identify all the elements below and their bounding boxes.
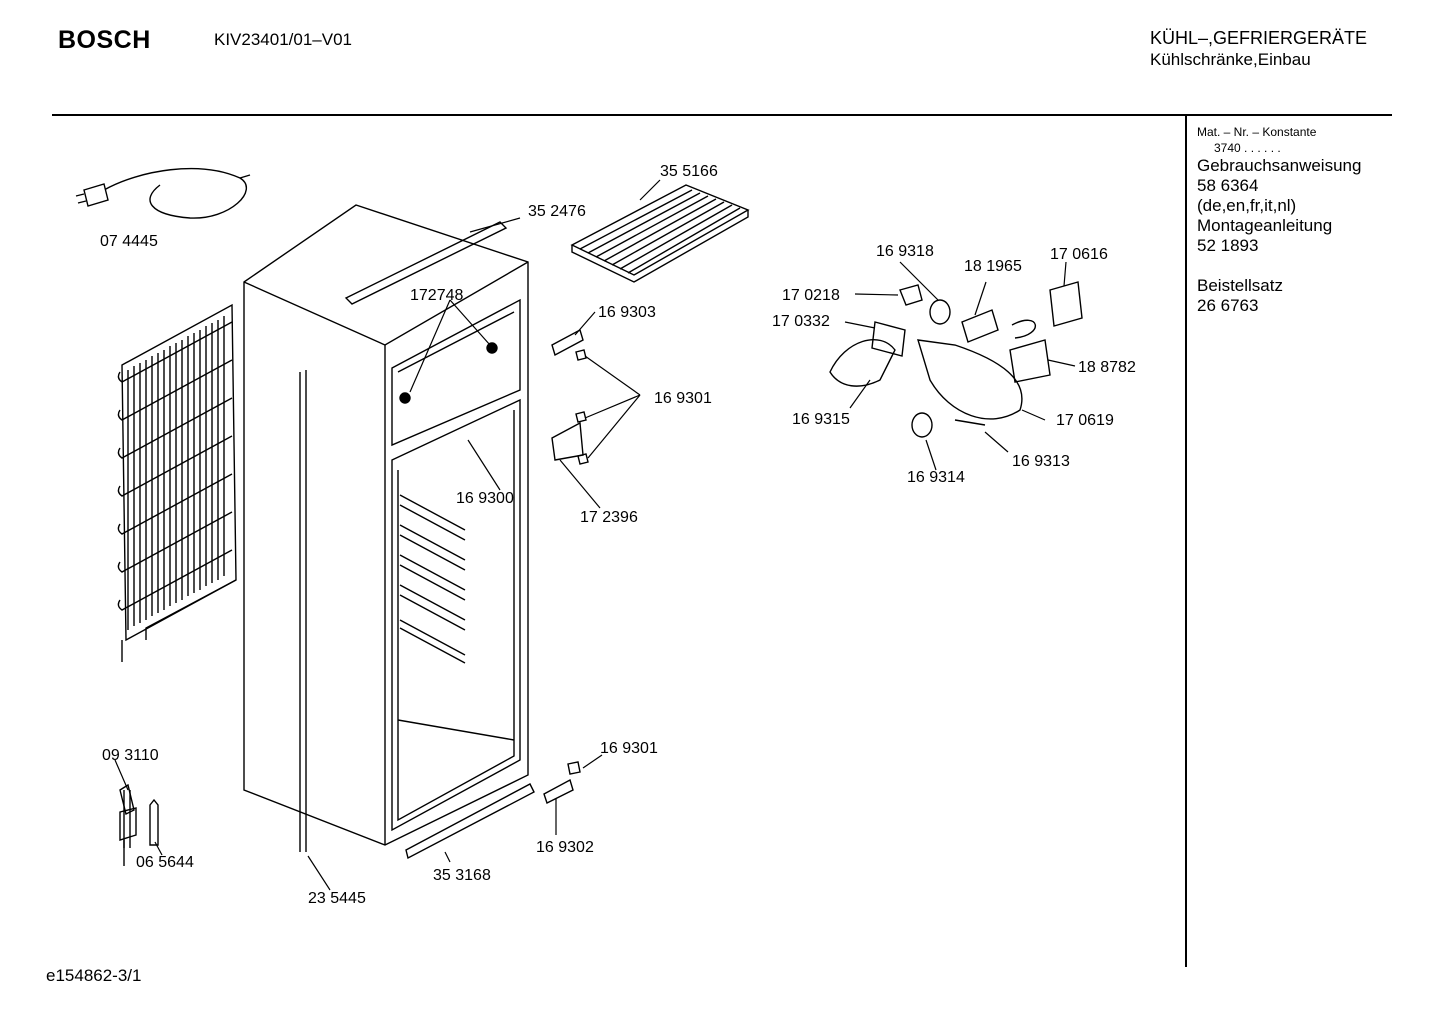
label-169301-upper: 16 9301 bbox=[654, 390, 712, 407]
category-subtitle: Kühlschränke,Einbau bbox=[1150, 50, 1311, 69]
material-number-label: Mat. – Nr. – Konstante bbox=[1197, 125, 1317, 139]
sidebar-line-languages: (de,en,fr,it,nl) bbox=[1197, 196, 1297, 215]
material-number-value: 3740 . . . . . . bbox=[1214, 141, 1281, 155]
sidebar-line-kit-number: 26 6763 bbox=[1197, 296, 1259, 315]
label-172396: 17 2396 bbox=[580, 509, 638, 526]
sidebar-line-kit: Beistellsatz bbox=[1197, 276, 1283, 295]
model-number: KIV23401/01–V01 bbox=[214, 30, 353, 49]
label-169315: 16 9315 bbox=[792, 411, 850, 428]
label-power-cord: 07 4445 bbox=[100, 233, 158, 250]
leader-lines bbox=[114, 179, 1076, 891]
sidebar-line-installation-number: 52 1893 bbox=[1197, 236, 1259, 255]
category-title: KÜHL–,GEFRIERGERÄTE bbox=[1150, 28, 1368, 48]
label-170616: 17 0616 bbox=[1050, 246, 1108, 263]
door-strip-illustration bbox=[405, 783, 535, 860]
label-169318: 16 9318 bbox=[876, 243, 934, 260]
cabinet-body-illustration bbox=[243, 204, 529, 852]
label-170218: 17 0218 bbox=[782, 287, 840, 304]
label-181965: 18 1965 bbox=[964, 258, 1022, 275]
label-169313: 16 9313 bbox=[1012, 453, 1070, 470]
label-170332: 17 0332 bbox=[772, 313, 830, 330]
document-id: e154862-3/1 bbox=[46, 966, 142, 985]
label-353168: 35 3168 bbox=[433, 867, 491, 884]
label-169301-lower: 16 9301 bbox=[600, 740, 658, 757]
label-169300: 16 9300 bbox=[456, 490, 514, 507]
label-093110: 09 3110 bbox=[102, 747, 159, 764]
label-172748: 172748 bbox=[410, 287, 463, 304]
wire-shelf-illustration bbox=[570, 184, 750, 283]
label-355166: 35 5166 bbox=[660, 163, 718, 180]
header-divider bbox=[52, 114, 1392, 116]
sidebar-line-manual-number: 58 6364 bbox=[1197, 176, 1259, 195]
condenser-coil-illustration bbox=[117, 303, 237, 662]
sidebar-line-installation: Montageanleitung bbox=[1197, 216, 1333, 235]
temperature-sensor-illustration bbox=[119, 783, 159, 866]
label-352476: 35 2476 bbox=[528, 203, 586, 220]
label-169303: 16 9303 bbox=[598, 304, 656, 321]
sidebar-divider bbox=[1185, 116, 1187, 967]
label-235445: 23 5445 bbox=[308, 890, 366, 907]
label-065644: 06 5644 bbox=[136, 854, 194, 871]
info-sidebar: Mat. – Nr. – Konstante 3740 . . . . . . … bbox=[1197, 124, 1361, 316]
label-188782: 18 8782 bbox=[1078, 359, 1136, 376]
hinge-upper-illustration bbox=[551, 328, 589, 465]
label-170619: 17 0619 bbox=[1056, 412, 1114, 429]
power-cord-illustration bbox=[75, 167, 251, 219]
label-169314: 16 9314 bbox=[907, 469, 965, 486]
brand-logo: BOSCH bbox=[58, 26, 151, 54]
label-169302: 16 9302 bbox=[536, 839, 594, 856]
light-assembly-illustration bbox=[829, 281, 1083, 438]
sidebar-line-manual: Gebrauchsanweisung bbox=[1197, 156, 1362, 175]
hinge-lower-illustration bbox=[543, 761, 581, 804]
